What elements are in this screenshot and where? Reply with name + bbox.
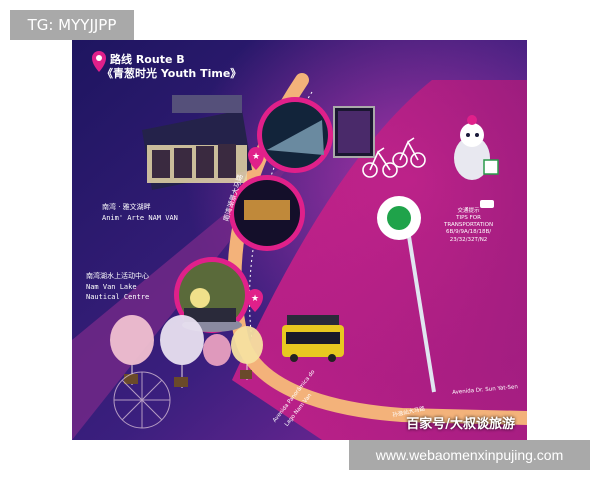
label-lake-cn: 南湾湖水上活动中心 [86, 272, 149, 280]
svg-text:★: ★ [252, 152, 260, 162]
tips-en2: TRANSPORTATION [444, 222, 494, 229]
route-map: ★ ★ [72, 40, 527, 440]
label-nam-van-cn: 南湾 · 雅文湖畔 [102, 203, 151, 211]
route-pin-icon [92, 51, 106, 72]
svg-text:★: ★ [251, 294, 259, 304]
screen-illustration [333, 106, 375, 158]
stall-illustration [142, 95, 252, 190]
mascot-icon [454, 115, 499, 180]
label-lake-en2: Nautical Centre [86, 293, 150, 301]
credit-watermark: 百家号/大叔谈旅游 [406, 417, 515, 432]
location-marker-icon [377, 196, 436, 393]
map-artwork: ★ ★ [72, 40, 527, 440]
bus-icon [480, 200, 494, 208]
bottom-watermark: www.webaomenxinpujing.com [349, 440, 590, 470]
lantern-balloons [110, 315, 263, 388]
tips-routes1: 6B/9/9A/18/18B/ [446, 229, 492, 236]
tips-routes2: 23/32/32T/N2 [449, 236, 488, 243]
top-tag: TG: MYYJJPP [10, 10, 134, 40]
label-nam-van-en: Anim' Arte NAM VAN [102, 214, 178, 222]
bus-illustration [282, 315, 344, 362]
star-pin-icon-2: ★ [247, 289, 263, 312]
star-pin-icon-1: ★ [248, 147, 264, 170]
ferris-wheel [113, 371, 171, 429]
tips-en1: TIPS FOR [456, 215, 481, 222]
route-title: 路线 Route B [110, 53, 185, 66]
bicycle-icons [362, 137, 426, 178]
photo-circle-2 [229, 175, 305, 251]
tips-cn: 交通提示 [457, 208, 480, 214]
route-subtitle: 《青葱时光 Youth Time》 [102, 67, 242, 80]
photo-circle-1 [257, 97, 333, 173]
label-lake-en1: Nam Van Lake [86, 283, 137, 291]
transport-tips: 交通提示 TIPS FOR TRANSPORTATION 6B/9/9A/18/… [444, 208, 493, 244]
